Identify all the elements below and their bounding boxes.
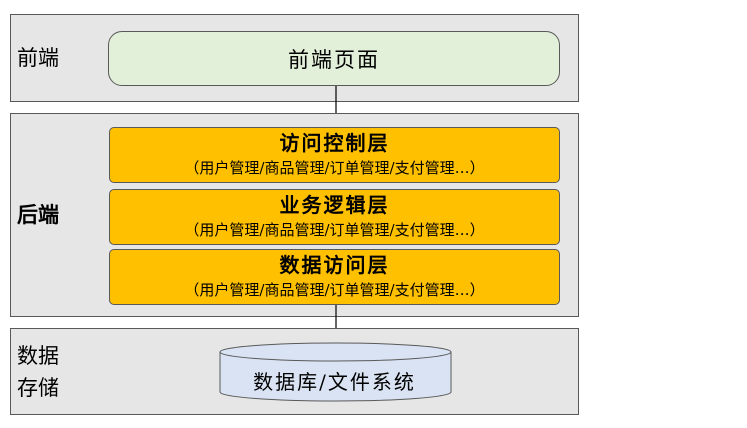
database-cylinder-icon [219, 342, 452, 402]
layer-subtitle: （用户管理/商品管理/订单管理/支付管理…） [184, 221, 485, 239]
database-label: 数据库/文件系统 [219, 362, 450, 398]
layer-title: 业务逻辑层 [279, 193, 390, 217]
data-access-layer: 数据访问层 （用户管理/商品管理/订单管理/支付管理…） [109, 249, 560, 305]
database-label-text: 数据库/文件系统 [253, 369, 416, 394]
backend-label: 后端 [17, 202, 59, 227]
layer-title: 访问控制层 [279, 131, 390, 155]
frontend-page-box: 前端页面 [108, 31, 560, 86]
storage-label-line2: 存储 [17, 376, 59, 400]
layer-title: 数据访问层 [279, 253, 390, 277]
storage-label-line1: 数据 [17, 344, 59, 368]
layer-subtitle: （用户管理/商品管理/订单管理/支付管理…） [184, 159, 485, 177]
business-logic-layer: 业务逻辑层 （用户管理/商品管理/订单管理/支付管理…） [109, 189, 560, 245]
frontend-label: 前端 [17, 46, 59, 70]
access-control-layer: 访问控制层 （用户管理/商品管理/订单管理/支付管理…） [109, 127, 560, 183]
frontend-page-label: 前端页面 [288, 47, 380, 72]
layer-subtitle: （用户管理/商品管理/订单管理/支付管理…） [184, 281, 485, 299]
